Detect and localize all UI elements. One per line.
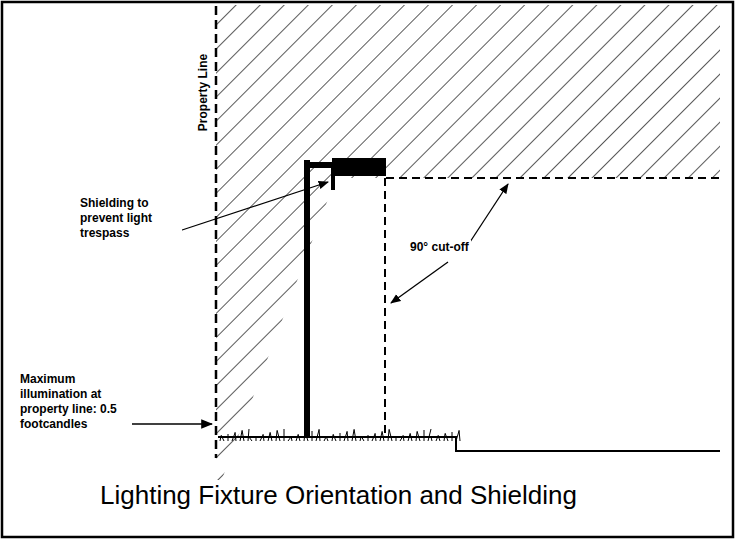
shielding-note: Shielding to prevent light trespass bbox=[78, 196, 182, 241]
shield bbox=[331, 166, 335, 190]
grass-stroke bbox=[248, 429, 249, 441]
grass-stroke bbox=[284, 429, 285, 441]
leader-line bbox=[391, 262, 448, 303]
property-line bbox=[215, 6, 218, 458]
grass-stroke bbox=[424, 430, 425, 441]
diagram-title: Lighting Fixture Orientation and Shieldi… bbox=[100, 480, 577, 510]
ground-line bbox=[218, 437, 720, 451]
cutoff-line bbox=[386, 177, 720, 179]
property-line-label: Property Line bbox=[196, 51, 211, 132]
illumination-note: Maximum illumination at property line: 0… bbox=[18, 372, 132, 432]
grass-stroke bbox=[388, 430, 389, 441]
grass-stroke bbox=[354, 429, 356, 441]
leader-line bbox=[176, 182, 328, 232]
grass-stroke bbox=[242, 430, 244, 441]
cutoff-line bbox=[384, 178, 386, 437]
leader-line bbox=[470, 184, 508, 242]
grass-stroke bbox=[319, 429, 320, 441]
ground bbox=[220, 429, 460, 441]
cutoff-label: 90° cut-off bbox=[408, 240, 471, 255]
grass-stroke bbox=[352, 430, 354, 441]
grass-stroke bbox=[459, 430, 460, 441]
light-pole bbox=[304, 160, 310, 438]
grass-stroke bbox=[389, 429, 392, 441]
grass-stroke bbox=[316, 430, 319, 441]
hatched-zone bbox=[216, 5, 720, 495]
grass-stroke bbox=[277, 430, 280, 441]
leader-line bbox=[122, 423, 212, 425]
light-fixture bbox=[332, 158, 386, 176]
pole-arm bbox=[304, 162, 334, 168]
grass-stroke bbox=[428, 429, 431, 441]
